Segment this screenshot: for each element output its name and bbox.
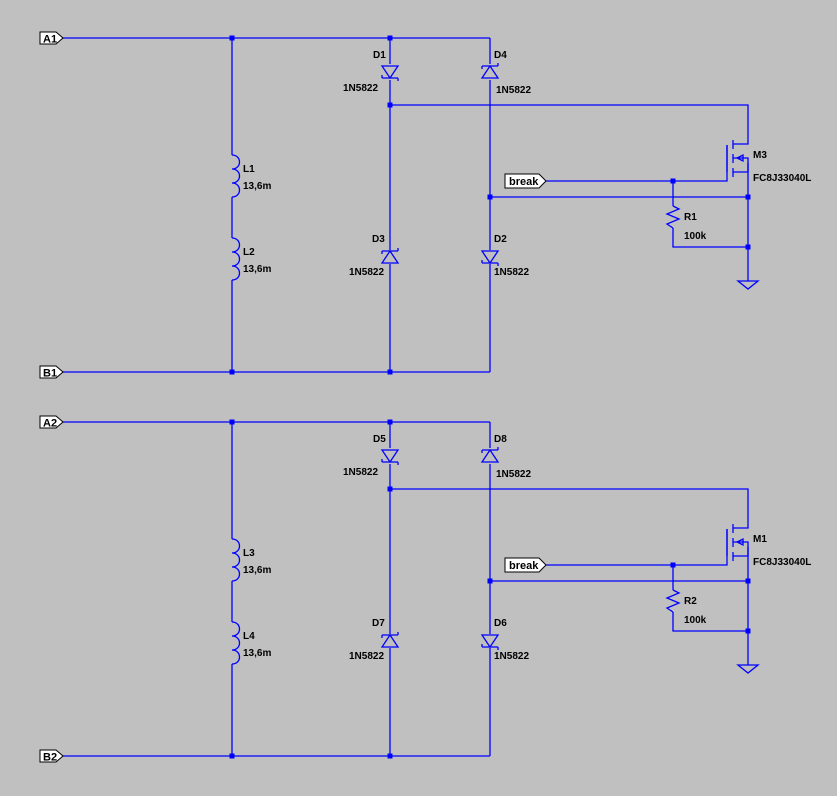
diode-d4-value: 1N5822	[496, 85, 531, 96]
port-b2: B2	[39, 749, 64, 764]
port-a2-label: A2	[43, 418, 57, 430]
inductor-l3: L3 13,6m	[231, 538, 271, 582]
diode-d7: D7 1N5822	[349, 618, 400, 662]
diode-d4: D4 1N5822	[480, 50, 531, 96]
inductor-l1: L1 13,6m	[231, 154, 271, 198]
wires-2	[62, 421, 749, 757]
diode-d4-ref: D4	[494, 50, 507, 61]
diode-d8: D8 1N5822	[480, 434, 531, 480]
port-b1-label: B1	[43, 368, 57, 380]
mosfet-m3-value: FC8J33040L	[753, 173, 811, 184]
inductor-l1-ref: L1	[243, 164, 255, 175]
wires-1	[62, 37, 749, 373]
inductor-l2: L2 13,6m	[231, 237, 271, 281]
diode-d5: D5 1N5822	[343, 434, 400, 478]
diode-d8-value: 1N5822	[496, 469, 531, 480]
inductor-l4-ref: L4	[243, 631, 255, 642]
port-b1: B1	[39, 365, 64, 380]
mosfet-m1: M1 FC8J33040L	[726, 521, 811, 568]
resistor-r1-ref: R1	[684, 212, 697, 223]
junctions-1	[229, 35, 751, 375]
inductor-l2-value: 13,6m	[243, 264, 271, 275]
ground-icon	[736, 664, 760, 674]
diode-d5-value: 1N5822	[343, 467, 378, 478]
diode-d7-ref: D7	[372, 618, 385, 629]
port-break-1-label: break	[509, 176, 539, 188]
diode-d2-value: 1N5822	[494, 267, 529, 278]
mosfet-m1-value: FC8J33040L	[753, 557, 811, 568]
inductor-l3-ref: L3	[243, 548, 255, 559]
port-break-2: break	[504, 557, 547, 573]
port-a1-label: A1	[43, 34, 57, 46]
diode-d6-value: 1N5822	[494, 651, 529, 662]
diode-d8-ref: D8	[494, 434, 507, 445]
junctions-2	[229, 419, 751, 759]
diode-d3-value: 1N5822	[349, 267, 384, 278]
mosfet-m3: M3 FC8J33040L	[726, 137, 811, 184]
port-break-1: break	[504, 173, 547, 189]
diode-d5-ref: D5	[373, 434, 386, 445]
inductor-l1-value: 13,6m	[243, 181, 271, 192]
inductor-l2-ref: L2	[243, 247, 255, 258]
diode-d2: D2 1N5822	[480, 234, 529, 278]
diode-d7-value: 1N5822	[349, 651, 384, 662]
diode-d2-ref: D2	[494, 234, 507, 245]
resistor-r1-value: 100k	[684, 231, 707, 242]
port-a2: A2	[39, 415, 64, 430]
diode-d1-value: 1N5822	[343, 83, 378, 94]
ground-icon	[736, 280, 760, 290]
port-a1: A1	[39, 31, 64, 46]
circuit-1: A1 B1 break L1 13,6m L2 13,6m D1 1N5822	[39, 31, 811, 380]
circuit-2: A2 B2 break L3 13,6m L4 13,6m D5 1N5822 …	[39, 415, 811, 764]
diode-d1: D1 1N5822	[343, 50, 400, 94]
port-break-2-label: break	[509, 560, 539, 572]
inductor-l4-value: 13,6m	[243, 648, 271, 659]
diode-d3: D3 1N5822	[349, 234, 400, 278]
resistor-r2: R2 100k	[665, 589, 707, 626]
diode-d6: D6 1N5822	[480, 618, 529, 662]
inductor-l3-value: 13,6m	[243, 565, 271, 576]
mosfet-m1-ref: M1	[753, 534, 767, 545]
resistor-r2-ref: R2	[684, 596, 697, 607]
resistor-r1: R1 100k	[665, 205, 707, 242]
diode-d6-ref: D6	[494, 618, 507, 629]
resistor-r2-value: 100k	[684, 615, 707, 626]
mosfet-m3-ref: M3	[753, 150, 767, 161]
port-b2-label: B2	[43, 752, 57, 764]
diode-d1-ref: D1	[373, 50, 386, 61]
diode-d3-ref: D3	[372, 234, 385, 245]
inductor-l4: L4 13,6m	[231, 621, 271, 665]
